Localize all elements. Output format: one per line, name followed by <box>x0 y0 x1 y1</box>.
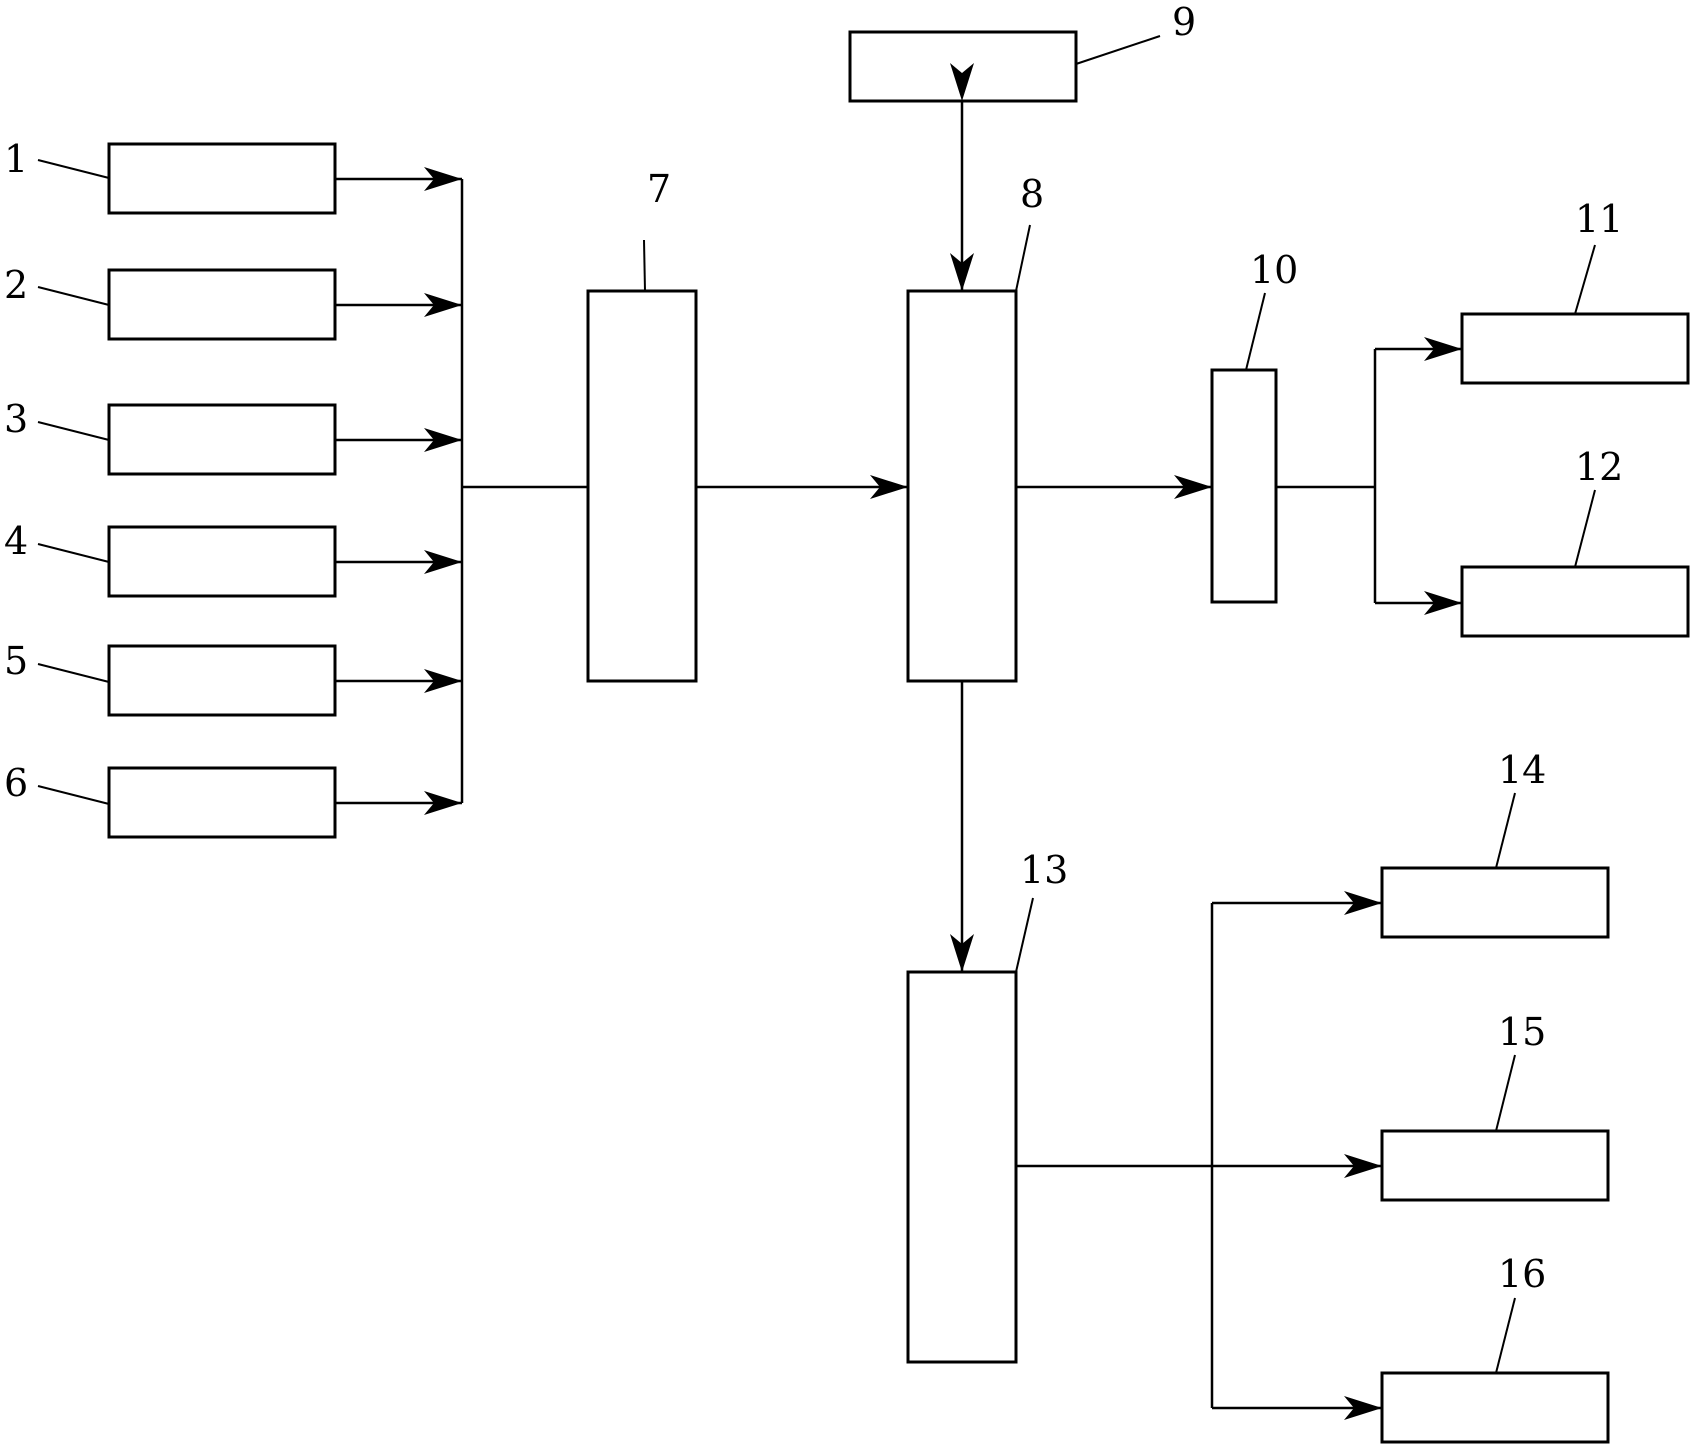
block-14 <box>1380 866 1610 939</box>
leader-3 <box>37 421 110 441</box>
block-2 <box>107 268 337 341</box>
leader-6 <box>37 785 110 805</box>
label-9: 9 <box>1172 0 1196 44</box>
label-6: 6 <box>4 761 28 805</box>
label-13: 13 <box>1020 848 1068 892</box>
leader-13 <box>1015 897 1034 973</box>
leader-2 <box>37 286 110 306</box>
leader-1 <box>37 159 110 179</box>
label-4: 4 <box>4 519 28 563</box>
block-13 <box>906 970 1018 1364</box>
leader-11 <box>1574 244 1596 315</box>
block-9 <box>848 30 1078 103</box>
label-15: 15 <box>1498 1010 1546 1054</box>
block-16 <box>1380 1371 1610 1444</box>
label-1: 1 <box>4 137 28 181</box>
block-5 <box>107 644 337 717</box>
label-12: 12 <box>1575 445 1623 489</box>
label-11: 11 <box>1575 197 1623 241</box>
block-3 <box>107 403 337 476</box>
label-5: 5 <box>4 639 28 683</box>
leader-15 <box>1495 1054 1516 1132</box>
block-10 <box>1210 368 1278 604</box>
leader-16 <box>1495 1297 1516 1374</box>
block-15 <box>1380 1129 1610 1202</box>
block-11 <box>1460 312 1690 385</box>
label-2: 2 <box>4 263 28 307</box>
label-8: 8 <box>1020 172 1044 216</box>
label-7: 7 <box>647 167 671 211</box>
leader-4 <box>37 543 110 563</box>
leader-8 <box>1015 224 1031 292</box>
leader-12 <box>1574 489 1596 568</box>
block-12 <box>1460 565 1690 638</box>
block-6 <box>107 766 337 839</box>
block-1 <box>107 142 337 215</box>
block-4 <box>107 525 337 598</box>
leader-5 <box>37 663 110 683</box>
leader-7 <box>643 239 646 292</box>
leader-14 <box>1495 792 1516 869</box>
block-7 <box>586 289 698 683</box>
leader-9 <box>1075 35 1161 65</box>
label-3: 3 <box>4 397 28 441</box>
label-10: 10 <box>1250 248 1298 292</box>
label-16: 16 <box>1498 1252 1546 1296</box>
label-14: 14 <box>1498 748 1546 792</box>
block-8 <box>906 289 1018 683</box>
leader-10 <box>1245 292 1266 371</box>
